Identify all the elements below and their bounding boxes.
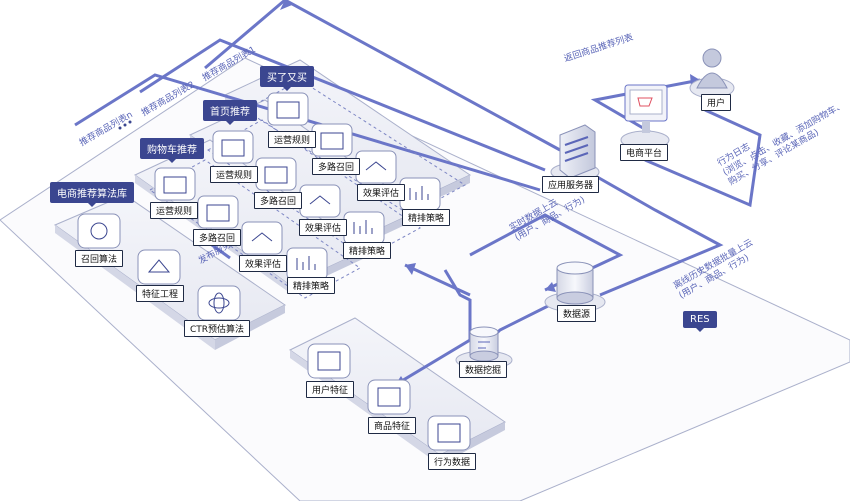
user-icon	[689, 48, 735, 99]
tile-ops-rule-c	[154, 167, 196, 201]
label-platform: 电商平台	[620, 144, 669, 161]
tile-ranking-a	[399, 177, 441, 211]
arrow-top	[280, 0, 292, 10]
label-multi-recall-b: 多路召回	[254, 192, 303, 209]
label-user-feature: 用户特征	[306, 381, 355, 398]
tile-behavior-data	[427, 415, 471, 451]
tile-multi-recall-a	[311, 123, 353, 157]
monitor-icon	[620, 84, 670, 150]
label-ranking-b: 精排策略	[343, 242, 392, 259]
arrow-up	[405, 263, 416, 275]
label-feature-eng: 特征工程	[136, 285, 185, 302]
tile-multi-recall-c	[197, 195, 239, 229]
tile-effect-eval-c	[241, 221, 283, 255]
label-app-server: 应用服务器	[542, 176, 600, 193]
label-user: 用户	[701, 94, 732, 111]
label-ranking-a: 精排策略	[402, 209, 451, 226]
tag-bought-also: 买了又买	[260, 66, 314, 91]
tile-ops-rule-b	[212, 130, 254, 164]
tag-homepage: 首页推荐	[203, 100, 257, 125]
label-ops-rule-c: 运营规则	[150, 202, 199, 219]
label-mining: 数据挖掘	[459, 361, 508, 378]
flow-line-behavior	[644, 108, 762, 208]
tile-effect-eval-a	[355, 150, 397, 184]
label-recall-algo: 召回算法	[75, 250, 124, 267]
label-multi-recall-c: 多路召回	[193, 229, 242, 246]
flow-line-offline	[584, 168, 724, 297]
tag-res: RES	[683, 311, 717, 332]
flow-lines	[74, 0, 762, 387]
tile-ranking-b	[343, 211, 385, 245]
flow-line-listn	[74, 73, 541, 192]
tile-feature-eng	[137, 249, 181, 285]
label-effect-eval-c: 效果评估	[239, 255, 288, 272]
tag-algo-lib: 电商推荐算法库	[50, 182, 134, 207]
label-item-feature: 商品特征	[368, 417, 417, 434]
label-effect-eval-b: 效果评估	[299, 219, 348, 236]
label-ops-rule-b: 运营规则	[210, 166, 259, 183]
arrow-datasource	[545, 282, 556, 292]
flow-line-up	[404, 263, 471, 297]
server-icon	[550, 124, 600, 182]
label-effect-eval-a: 效果评估	[357, 184, 406, 201]
tile-recall-algo	[77, 213, 121, 249]
label-datasource: 数据源	[557, 305, 597, 322]
tile-ctr-algo	[197, 285, 241, 321]
tile-item-feature	[367, 379, 411, 415]
tile-user-feature	[307, 343, 351, 379]
label-multi-recall-a: 多路召回	[312, 158, 361, 175]
tile-ops-rule-a	[267, 92, 309, 126]
label-behavior-data: 行为数据	[428, 453, 477, 470]
tile-ranking-c	[286, 247, 328, 281]
tile-effect-eval-b	[299, 184, 341, 218]
label-ctr-algo: CTR预估算法	[184, 320, 251, 337]
label-ranking-c: 精排策略	[287, 277, 336, 294]
module-tiles	[77, 92, 471, 451]
flow-line-list2	[139, 38, 546, 172]
tag-cart: 购物车推荐	[140, 138, 204, 163]
tile-multi-recall-b	[255, 157, 297, 191]
ellipsis-dots	[118, 120, 132, 130]
label-ops-rule-a: 运营规则	[268, 131, 317, 148]
